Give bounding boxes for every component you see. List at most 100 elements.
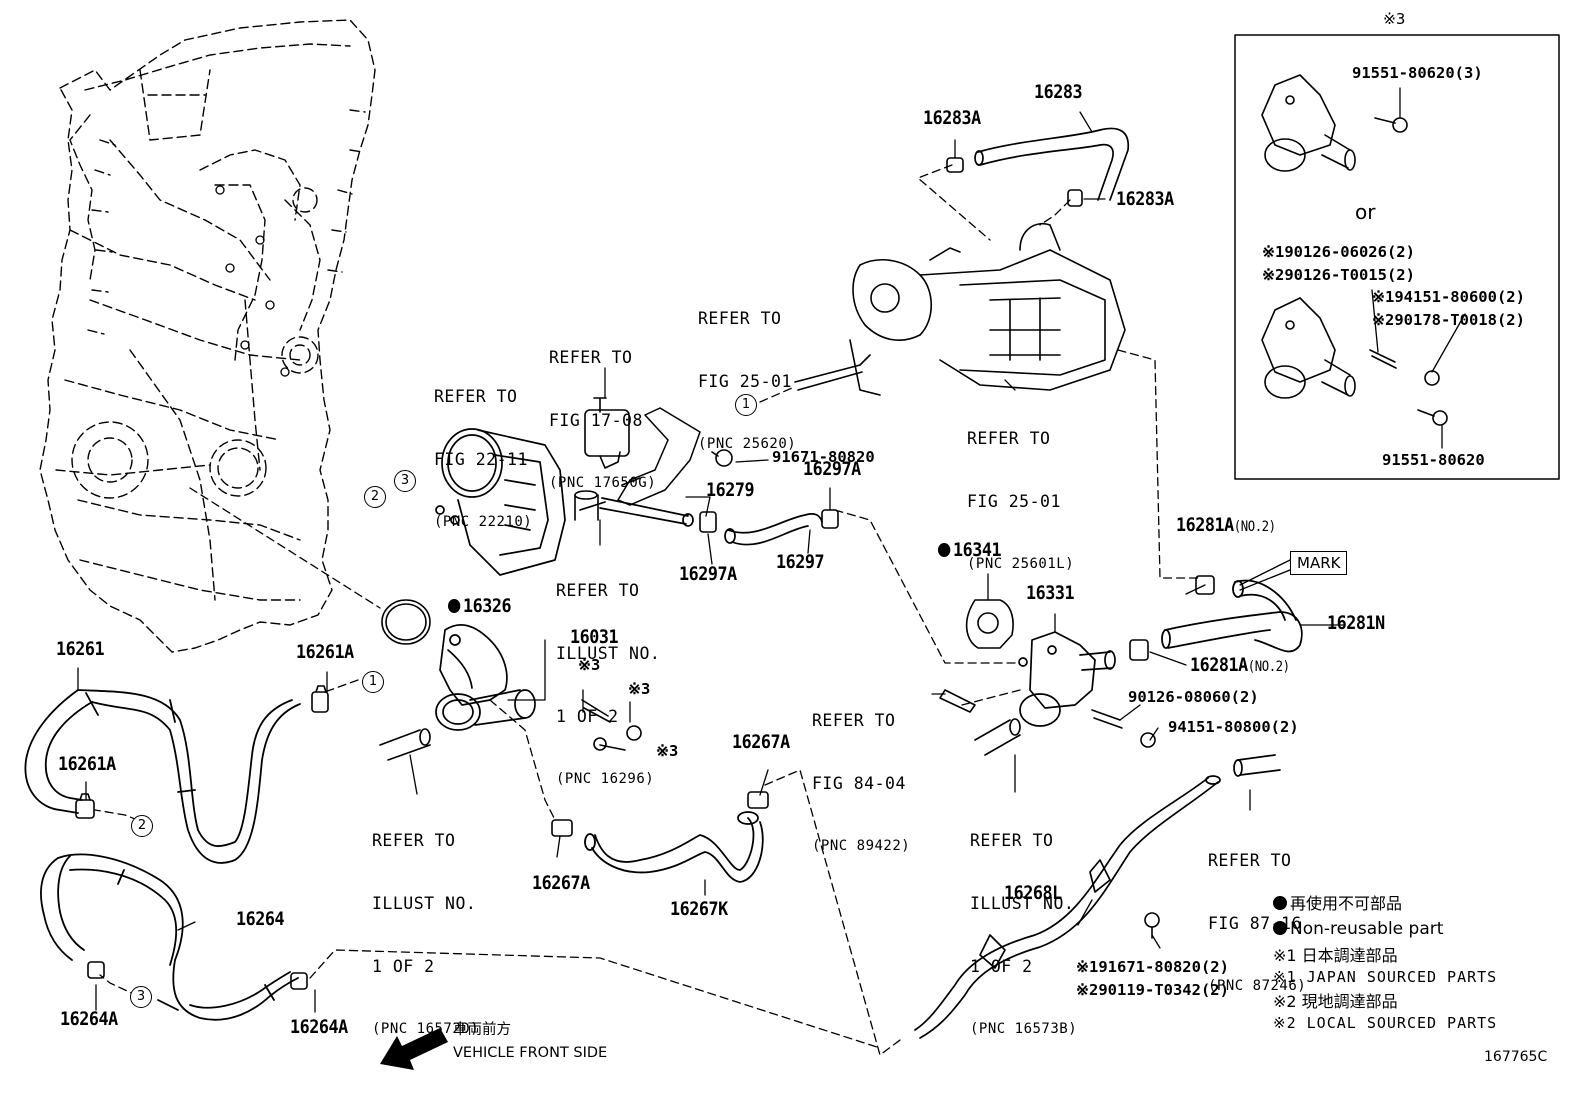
label-16281A-top-suffix: (NO.2) [1233, 519, 1276, 535]
ref-line: 1 OF 2 [372, 957, 435, 976]
legend-text: 再使用不可部品 [1290, 894, 1403, 913]
label-16281A-top-text: 16281A [1176, 514, 1234, 536]
dashed-leaders [94, 164, 1201, 1056]
label-16281A-top: 16281A(NO.2) [1176, 516, 1276, 535]
legend-local-en: ※2 LOCAL SOURCED PARTS [1273, 1014, 1498, 1032]
legend-text: Non-reusable part [1290, 919, 1444, 939]
legend-local-jp: ※2 現地調達部品 [1273, 992, 1398, 1011]
clamp-16267A-bot [551, 819, 573, 837]
front-label-jp: 車両前方 [453, 1022, 511, 1038]
ref-line: REFER TO [549, 348, 633, 367]
label-16264A-right: 16264A [290, 1016, 348, 1038]
water-outlet-16331 [1018, 631, 1116, 727]
pipe-16268L [914, 775, 1221, 1039]
inset-line-3: ※194151-80600(2) [1372, 288, 1525, 306]
inset-outlet-top [1261, 74, 1408, 172]
label-16297A-bottom: 16297A [679, 563, 737, 585]
circle-ref-2-throttle: 2 [364, 486, 386, 508]
bolt-91671 [711, 449, 733, 467]
ref-fig-84-04: REFER TO FIG 84-04 (PNC 89422) [812, 668, 910, 878]
legend-nonreusable-jp: 再使用不可部品 [1273, 892, 1402, 916]
inset-line-1: ※190126-06026(2) [1262, 243, 1415, 261]
circle-ref-1-hose: 1 [362, 671, 384, 693]
ref-line: REFER TO [812, 711, 896, 730]
legend-nonreusable-en: Non-reusable part [1273, 918, 1443, 942]
ref-line: (PNC 87246) [1208, 978, 1307, 994]
egr-assembly [794, 223, 1126, 396]
label-94151-80800: 94151-80800(2) [1168, 718, 1299, 736]
inset-leaders [1371, 87, 1466, 449]
inset-line-4: ※290178-T0018(2) [1372, 311, 1525, 329]
label-16031: 16031 [570, 626, 619, 648]
legend-japan-en: ※1 JAPAN SOURCED PARTS [1273, 968, 1498, 986]
ref-fig-25-01-a: REFER TO FIG 25-01 (PNC 25620) [698, 266, 796, 476]
mark-label: MARK [1290, 551, 1348, 575]
ref-line: REFER TO [372, 831, 456, 850]
ref-line: REFER TO [434, 387, 518, 406]
clamp-16267A-top [747, 791, 769, 809]
label-16267A-bottom: 16267A [532, 872, 590, 894]
ref-line: (PNC 16572D) [372, 1021, 480, 1037]
circle-ref-3-hose: 3 [130, 986, 152, 1008]
inset-line-2: ※290126-T0015(2) [1262, 266, 1415, 284]
ref-line: REFER TO [970, 831, 1054, 850]
ref-line: REFER TO [698, 309, 782, 328]
clamp-16297A-right [821, 509, 839, 529]
label-16264A-left: 16264A [60, 1008, 118, 1030]
front-arrow-icon [380, 1028, 448, 1070]
gasket-16341 [965, 599, 1014, 649]
tube-16573B [974, 718, 1021, 756]
hose-16281N [1161, 579, 1303, 653]
clamp-16281A-top [1195, 575, 1215, 595]
ref-illust-16296: REFER TO ILLUST NO. 1 OF 2 (PNC 16296) [556, 538, 660, 811]
stud-90126 [1091, 709, 1123, 729]
clamp-16281A-mid [1129, 639, 1149, 661]
bracket [617, 407, 701, 506]
ref-line: ILLUST NO. [372, 894, 477, 913]
clamp-16283A-left [946, 157, 964, 173]
hose-16267K [584, 811, 764, 883]
label-16283A-left: 16283A [923, 107, 981, 129]
label-90126-08060: 90126-08060(2) [1128, 688, 1259, 706]
ref-line: (PNC 89422) [812, 838, 911, 854]
label-16261: 16261 [56, 638, 105, 660]
ref-line: (PNC 25601L) [967, 556, 1075, 572]
ref-line: FIG 84-04 [812, 774, 906, 793]
timing-cover-outline [39, 19, 376, 653]
non-reusable-dot-icon [1273, 921, 1287, 935]
ref-line: (PNC 16573B) [970, 1021, 1078, 1037]
legend-japan-jp: ※1 日本調達部品 [1273, 946, 1398, 965]
ref-line: (PNC 25620) [698, 436, 797, 452]
diagram-code: 167765C [1484, 1049, 1548, 1065]
gasket-16326 [381, 599, 431, 645]
ref-line: FIG 22-11 [434, 450, 528, 469]
inset-bottom-part: 91551-80620 [1382, 451, 1485, 469]
ref-fig-25-01-b: REFER TO FIG 25-01 (PNC 25601L) [967, 386, 1074, 596]
label-16297: 16297 [776, 551, 825, 573]
label-16297A-top: 16297A [803, 458, 861, 480]
sensor-89422 [939, 689, 976, 713]
ref-line: FIG 25-01 [967, 492, 1061, 511]
label-16267K: 16267K [670, 898, 728, 920]
ref-line: REFER TO [967, 429, 1051, 448]
circle-ref-2-hose: 2 [131, 815, 153, 837]
bolt-91671-bottom [1144, 912, 1160, 939]
ref-illust-16572D: REFER TO ILLUST NO. 1 OF 2 (PNC 16572D) [372, 788, 479, 1061]
label-16341: 16341 [938, 541, 1002, 560]
label-91671-80820: 91671-80820 [772, 448, 875, 466]
circle-ref-3-throttle: 3 [394, 470, 416, 492]
note-90119-T0342: ※290119-T0342(2) [1076, 981, 1229, 999]
ref-line: 1 OF 2 [970, 957, 1033, 976]
inset-or: or [1355, 200, 1376, 224]
ref-line: ILLUST NO. [556, 644, 661, 663]
label-16261A-top: 16261A [296, 641, 354, 663]
timing-cover-bolts [215, 185, 290, 377]
ref-line: ILLUST NO. [970, 894, 1075, 913]
label-16326: 16326 [448, 597, 512, 616]
label-16261A-left: 16261A [58, 753, 116, 775]
studs-3 [581, 699, 642, 751]
note-s3-c: ※3 [656, 742, 679, 760]
note-91671-80820: ※191671-80820(2) [1076, 958, 1229, 976]
inset-box [1234, 34, 1560, 480]
